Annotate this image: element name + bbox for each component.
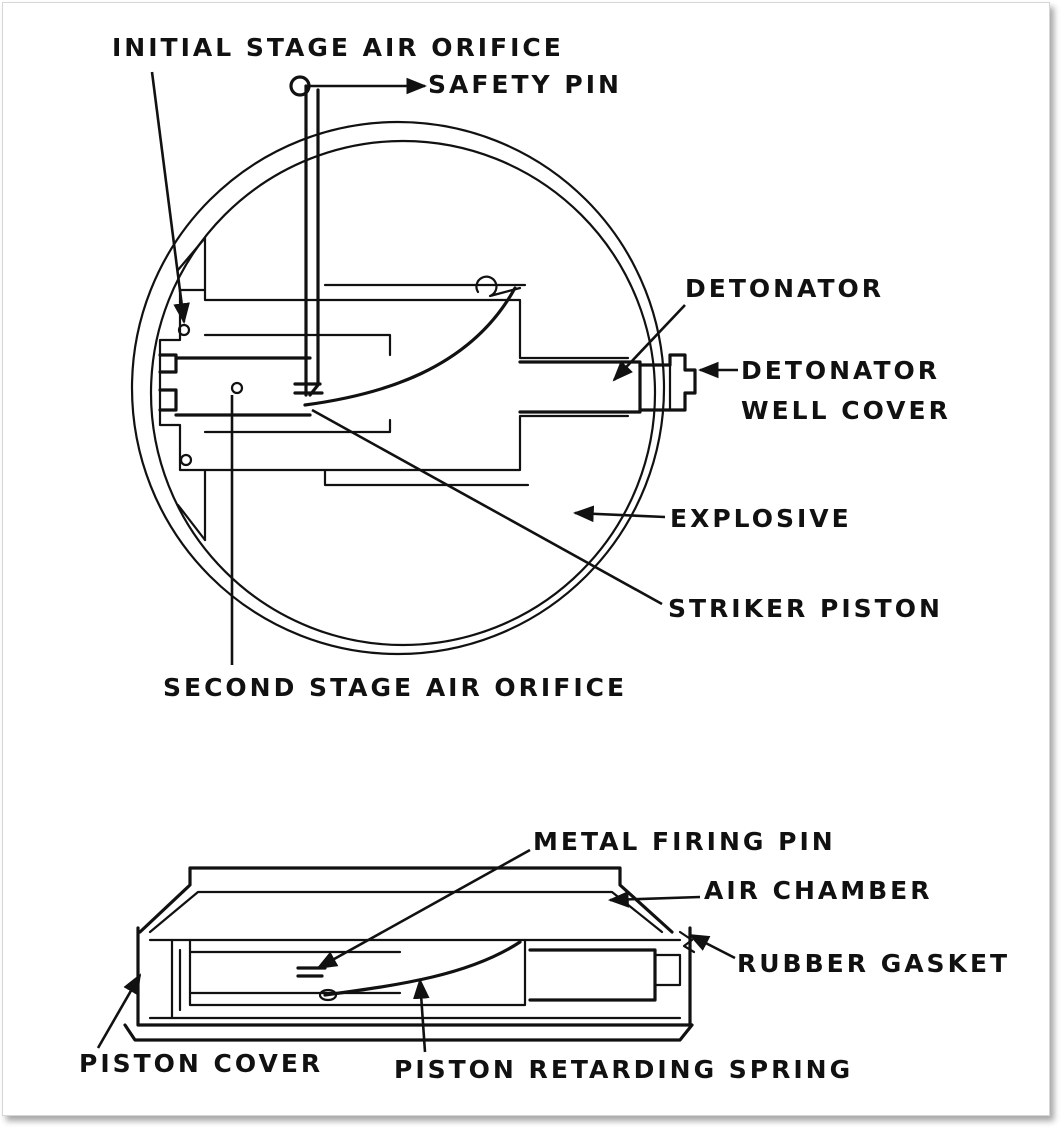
air-tube [174, 356, 312, 417]
detonator-tube [518, 360, 642, 414]
inner-rim [149, 139, 657, 647]
label-initial-stage-air-orifice: INITIAL STAGE AIR ORIFICE [112, 33, 564, 62]
leader-detonator [612, 304, 686, 382]
outer-rim [130, 120, 666, 656]
label-detonator-well-cover-line1: DETONATOR [741, 356, 940, 385]
label-air-chamber: AIR CHAMBER [704, 876, 932, 905]
side-retarding-spring [323, 940, 522, 997]
detonator-well-cover [638, 353, 697, 412]
label-metal-firing-pin: METAL FIRING PIN [533, 827, 836, 856]
label-detonator: DETONATOR [685, 274, 884, 303]
side-view [96, 848, 736, 1053]
side-piston-tube [188, 938, 527, 1007]
side-cover-base [123, 1023, 694, 1042]
lower-orifice-hole [179, 453, 193, 467]
label-safety-pin: SAFETY PIN [428, 70, 622, 99]
leader-piston-retarding-spring [412, 977, 430, 1053]
label-piston-cover: PISTON COVER [79, 1049, 323, 1078]
second-orifice-hole [230, 381, 244, 395]
striker-spring [303, 286, 517, 407]
leader-rubber-gasket [688, 933, 736, 960]
side-body [136, 926, 692, 1027]
piston-body [203, 288, 630, 472]
left-flange [158, 236, 207, 542]
side-firing-pin [296, 966, 327, 978]
label-piston-retarding-spring: PISTON RETARDING SPRING [394, 1055, 853, 1084]
leader-striker-piston [311, 408, 663, 606]
leader-initial-orifice [150, 71, 190, 325]
label-second-stage-air-orifice: SECOND STAGE AIR ORIFICE [163, 673, 627, 702]
leader-air-chamber [607, 891, 701, 908]
leader-metal-firing-pin [316, 848, 531, 970]
safety-pin-shaft [304, 84, 320, 397]
label-striker-piston: STRIKER PISTON [668, 594, 943, 623]
label-detonator-well-cover-line2: WELL COVER [741, 396, 951, 425]
diagram-frame [2, 2, 1050, 1116]
left-cap [158, 353, 178, 412]
leader-piston-cover [96, 973, 142, 1049]
side-detonator-cap [653, 953, 682, 987]
initial-orifice-hole [177, 323, 191, 337]
top-view [130, 71, 738, 665]
leader-explosive [572, 505, 666, 523]
label-rubber-gasket: RUBBER GASKET [737, 949, 1010, 978]
label-explosive: EXPLOSIVE [670, 504, 852, 533]
side-top-shell [138, 866, 674, 934]
